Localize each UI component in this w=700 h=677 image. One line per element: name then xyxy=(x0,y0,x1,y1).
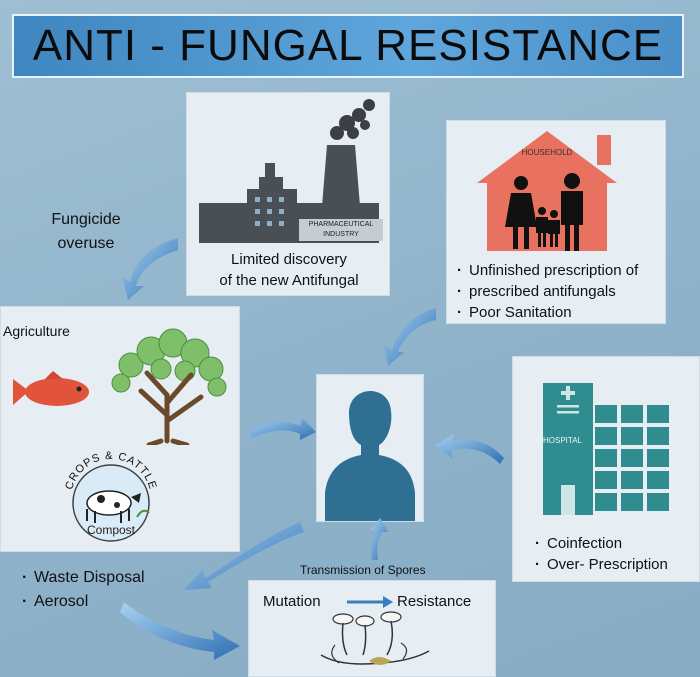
resistance-label: Resistance xyxy=(397,593,472,610)
industry-caption: Limited discovery of the new Antifungal xyxy=(187,249,391,291)
person-icon xyxy=(325,390,415,521)
factory-icon xyxy=(199,99,383,243)
industry-panel: PHARMACEUTICAL INDUSTRY Limited discover… xyxy=(186,92,390,296)
industry-sign: PHARMACEUTICAL INDUSTRY xyxy=(299,220,383,240)
list-item: Waste Disposal xyxy=(20,566,190,590)
page-title: ANTI - FUNGAL RESISTANCE xyxy=(32,21,664,70)
list-item: Aerosol xyxy=(20,590,190,614)
household-sign: HOUSEHOLD xyxy=(521,148,573,157)
industry-sign-line2: INDUSTRY xyxy=(323,231,359,238)
household-panel: HOUSEHOLD Unfinished prescription of pre… xyxy=(446,120,666,324)
agriculture-label: Agriculture xyxy=(3,323,70,339)
fungicide-overuse-line1: Fungicide xyxy=(51,211,121,228)
hospital-sign: HOSPITAL xyxy=(543,436,582,445)
fungicide-overuse-label: Fungicide overuse xyxy=(26,208,146,256)
crops-cattle-badge-icon: CROPS & CATTLE xyxy=(63,450,158,542)
hospital-panel: HOSPITAL Coinfection Over- Prescription xyxy=(512,356,700,582)
mushroom-icon xyxy=(320,611,430,665)
household-bullets: Unfinished prescription of prescribed an… xyxy=(455,260,665,323)
hospital-icon xyxy=(543,383,669,515)
arrow-right-icon xyxy=(347,596,393,608)
spores-panel: Mutation Resistance xyxy=(248,580,496,677)
transmission-label: Transmission of Spores xyxy=(300,563,426,577)
fungicide-overuse-line2: overuse xyxy=(57,235,115,252)
arrow-household-to-person xyxy=(384,308,436,366)
fish-icon xyxy=(13,371,89,406)
hospital-bullets: Coinfection Over- Prescription xyxy=(533,533,699,575)
house-icon xyxy=(477,131,617,251)
waste-bullets: Waste Disposal Aerosol xyxy=(20,566,190,614)
list-item: Unfinished prescription of xyxy=(455,260,665,281)
person-panel xyxy=(316,374,424,522)
mutation-label: Mutation xyxy=(263,593,321,610)
industry-caption-line2: of the new Antifungal xyxy=(219,272,359,289)
compost-label: Compost xyxy=(86,523,136,537)
list-item: Over- Prescription xyxy=(533,554,699,575)
arrow-spores-to-person xyxy=(370,518,388,560)
agriculture-panel: Agriculture CROPS & CATTLE Compost xyxy=(0,306,240,552)
list-item: Coinfection xyxy=(533,533,699,554)
industry-caption-line1: Limited discovery xyxy=(231,251,347,268)
title-bar: ANTI - FUNGAL RESISTANCE xyxy=(12,14,684,78)
tree-icon xyxy=(111,328,227,445)
arrow-agriculture-to-person xyxy=(250,418,316,440)
industry-sign-line1: PHARMACEUTICAL xyxy=(308,221,374,228)
arrow-hospital-to-person xyxy=(434,434,504,464)
list-item: prescribed antifungals xyxy=(455,281,665,302)
list-item: Poor Sanitation xyxy=(455,302,665,323)
